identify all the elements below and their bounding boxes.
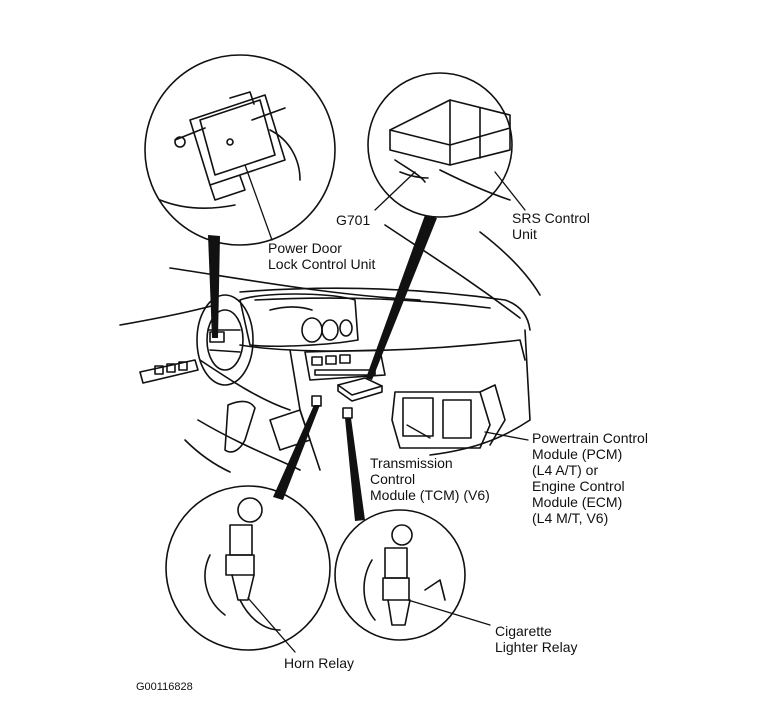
detail-power-door-lock	[144, 54, 336, 246]
label-tcm: Transmission Control Module (TCM) (V6)	[370, 455, 490, 503]
detail-horn-relay	[165, 485, 331, 651]
label-g701: G701	[336, 212, 371, 228]
label-pcm-ecm: Powertrain Control Module (PCM) (L4 A/T)…	[532, 430, 648, 526]
dashboard-illustration	[119, 224, 541, 473]
label-srs-control-unit: SRS Control Unit	[512, 210, 590, 242]
figure-id: G00116828	[136, 681, 193, 693]
label-horn-relay: Horn Relay	[284, 655, 355, 671]
label-cigarette-lighter-relay: Cigarette Lighter Relay	[495, 623, 578, 655]
label-power-door-lock: Power Door Lock Control Unit	[268, 240, 376, 272]
detail-srs-control-unit	[367, 72, 513, 218]
leader-lines	[244, 164, 529, 653]
detail-connectors	[208, 215, 437, 521]
detail-cigarette-relay	[334, 509, 466, 641]
